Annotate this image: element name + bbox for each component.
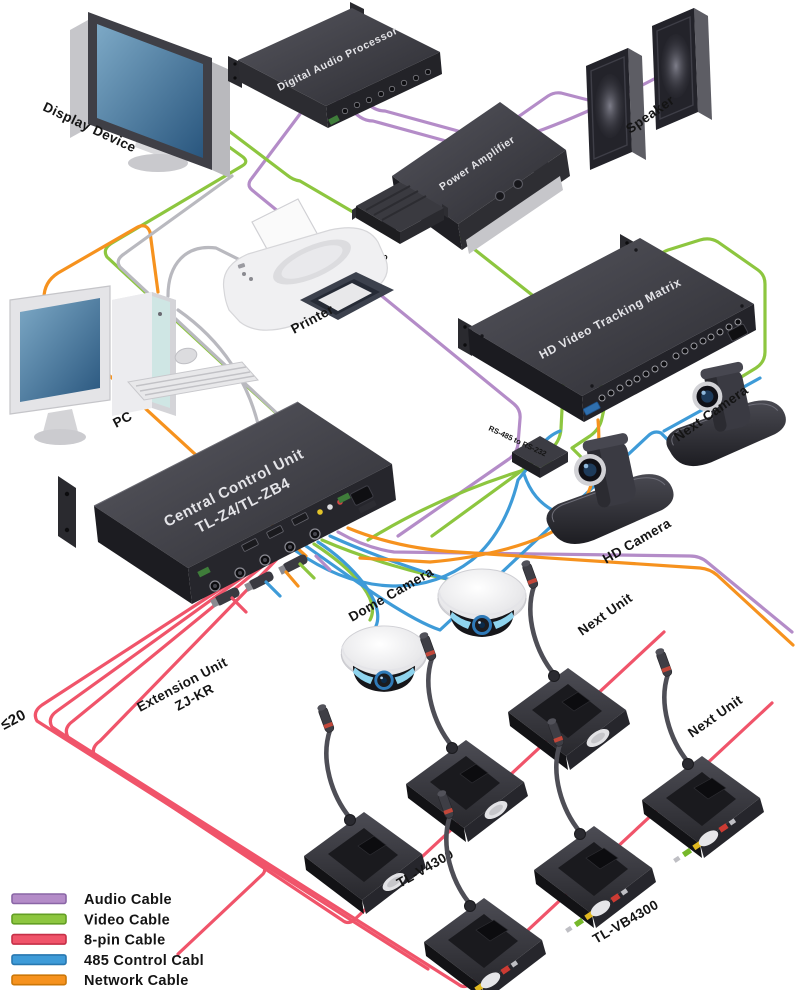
printer <box>222 198 394 331</box>
power-amplifier: Power Amplifier <box>382 102 570 254</box>
cable-audio-ccu-out <box>336 530 794 634</box>
legend-row-audio: Audio Cable <box>11 892 172 908</box>
legend-label-8pin: 8-pin Cable <box>84 933 165 949</box>
ccu-rear-connectors <box>197 492 351 608</box>
next-unit-bottom-label: Next Unit <box>685 692 745 740</box>
cable-audio-dap-amp-1 <box>331 95 448 143</box>
hd-video-tracking-matrix: HD Video Tracking Matrix <box>458 234 756 422</box>
legend-swatch-network <box>11 974 67 986</box>
stub-video <box>298 562 316 580</box>
cable-video-ccu-display <box>103 129 318 452</box>
legend-label-485: 485 Control Cabl <box>84 953 204 969</box>
matrix-bnc-connectors <box>598 318 742 402</box>
next-camera <box>665 360 787 467</box>
legend-label-network: Network Cable <box>84 973 189 989</box>
cable-485-ccu-dome2 <box>316 540 380 628</box>
legend-row-video: Video Cable <box>11 912 170 928</box>
cable-video-ccu-matrix <box>366 459 560 542</box>
legend-row-8pin: 8-pin Cable <box>11 933 165 949</box>
legend-swatch-video <box>11 913 67 925</box>
cable-audio-amp-speaker-1 <box>503 91 598 128</box>
stub-audio <box>314 554 332 572</box>
dome-camera-2 <box>339 624 429 694</box>
rs485-rs232-converter <box>512 436 568 478</box>
stub-8pin <box>230 596 248 614</box>
cable-network-ccu-out <box>346 526 795 647</box>
legend-label-video: Video Cable <box>84 912 170 928</box>
dome-camera-1 <box>436 567 528 639</box>
mic-unit-6 <box>642 647 764 866</box>
cable-video-display-kv <box>211 117 367 221</box>
cable-data-pc-printer <box>166 245 254 298</box>
speaker-left <box>585 47 647 171</box>
legend: Audio Cable Video Cable 8-pin Cable 485 … <box>11 892 204 989</box>
dome-camera-label: Dome Camera <box>346 564 436 625</box>
stub-485 <box>264 580 282 598</box>
legend-swatch-485 <box>11 954 67 966</box>
cable-485-ccu-rsbox <box>294 468 528 588</box>
pc <box>9 285 259 445</box>
stub-network <box>284 570 300 588</box>
display-device <box>70 12 230 178</box>
legend-label-audio: Audio Cable <box>84 892 172 908</box>
next-unit-top-label: Next Unit <box>575 590 635 638</box>
cable-485-ccu-cameras <box>304 430 688 632</box>
kv-cv100-converter <box>352 182 448 244</box>
mic-unit-3 <box>508 559 630 770</box>
cable-8pin-extension-2 <box>91 554 430 971</box>
central-control-unit: Central Control Unit TL-Z4/TL-ZB4 <box>58 401 396 608</box>
legend-swatch-audio <box>11 893 67 905</box>
digital-audio-processor: Digital Audio Processor <box>228 2 442 128</box>
cable-data-printer-ccu <box>116 174 314 448</box>
dap-connectors <box>328 68 432 125</box>
legend-swatch-8pin <box>11 933 67 945</box>
legend-row-485: 485 Control Cabl <box>11 953 204 969</box>
legend-row-network: Network Cable <box>11 973 189 989</box>
max-extension-label: ≤20 <box>0 706 29 733</box>
